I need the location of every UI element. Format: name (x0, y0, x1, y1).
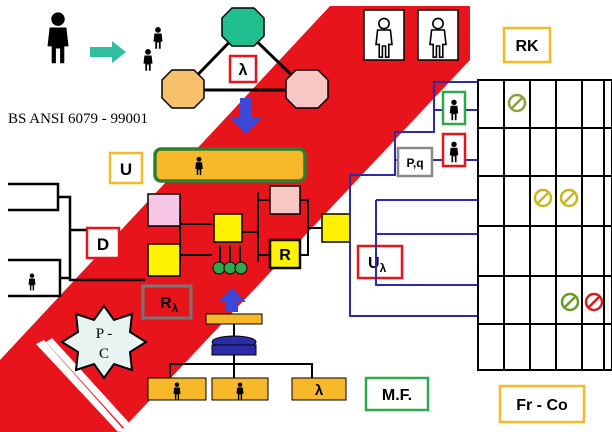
stripe (46, 338, 132, 430)
pink-node (147, 193, 181, 227)
stripe (30, 345, 120, 432)
mf-lambda-label: λ (315, 382, 324, 399)
prohibition-icon (584, 292, 604, 312)
lambda-box (228, 54, 258, 84)
u-box (108, 151, 144, 185)
green-dot (234, 261, 248, 275)
arrow-right-icon (90, 41, 126, 63)
lambda-label: λ (239, 62, 248, 79)
pc-label-1: P - (96, 326, 113, 342)
left-tree (8, 182, 145, 298)
yellow-node (213, 213, 243, 243)
d-label: D (97, 235, 109, 254)
mf-tree (169, 355, 313, 378)
yellow-node (321, 213, 351, 243)
green-dot (212, 261, 226, 275)
person-box-top (363, 9, 405, 61)
prohibition-icon (560, 292, 580, 312)
person-icon (153, 27, 163, 49)
r-box (268, 238, 302, 270)
mf-lambda-box (291, 377, 347, 401)
prohibition-icon (507, 93, 527, 113)
base (211, 344, 257, 356)
triangle (179, 25, 311, 92)
u-label: U (120, 160, 132, 179)
frco-label: Fr - Co (516, 397, 568, 414)
pc-label-2: C (99, 346, 109, 362)
person-bar (153, 147, 307, 183)
yellow-node (147, 243, 181, 277)
octagon-pink (285, 69, 329, 109)
octagon-orange (161, 69, 205, 109)
standard-label: BS ANSI 6079 - 99001 (8, 111, 148, 127)
prohibition-icon (559, 188, 579, 208)
rk-label: RK (515, 38, 539, 55)
d-box (85, 226, 121, 260)
r-lambda-box (141, 284, 193, 320)
rk-box (502, 26, 552, 64)
mf-box (364, 376, 430, 412)
arrow-down-icon (230, 98, 262, 134)
person-icon (47, 12, 69, 64)
person-icon (28, 273, 36, 291)
pc-star (60, 304, 148, 380)
mf-label: M.F. (382, 387, 412, 404)
octagon-teal (221, 7, 265, 47)
frco-box (498, 384, 586, 424)
pq-label: P,q (406, 156, 423, 170)
u-lambda-label: Uλ (368, 255, 387, 275)
u-lambda-box (356, 244, 404, 280)
top-plate (205, 313, 263, 325)
pq-box (396, 146, 434, 178)
person-box-top (417, 9, 459, 61)
prohibition-icon (533, 188, 553, 208)
blue-tree (349, 81, 478, 317)
person-icon (143, 49, 153, 71)
r-label: R (279, 247, 291, 264)
r-lambda-label: Rλ (160, 295, 179, 315)
salmon-node (269, 185, 301, 215)
stripe (36, 340, 124, 432)
green-dot (223, 261, 237, 275)
risk-grid (477, 79, 612, 371)
arrow-up-icon (218, 288, 246, 312)
